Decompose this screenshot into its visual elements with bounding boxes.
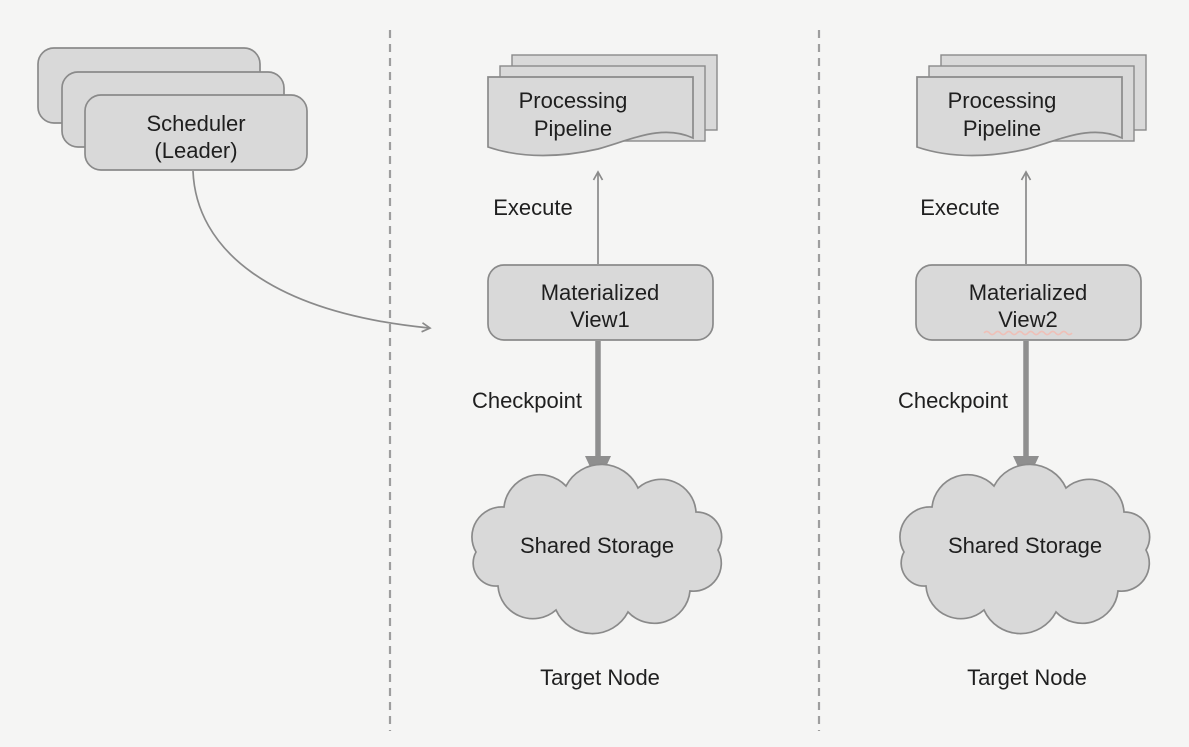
materialized-view1-box: Materialized View1 [487, 264, 714, 341]
target-node-1: Processing Pipeline Execute Materialized… [471, 54, 723, 690]
execute-label-2: Execute [920, 195, 1000, 220]
scheduler-label-line1: Scheduler [146, 111, 245, 136]
target-node-label-2: Target Node [967, 665, 1087, 690]
scheduler-label-line2: (Leader) [154, 138, 237, 163]
pipeline-label-line1: Processing [948, 88, 1057, 113]
pipeline-doc-stack-1: Processing Pipeline [487, 54, 718, 157]
shared-storage-label-2: Shared Storage [948, 533, 1102, 558]
pipeline-doc-front [916, 76, 1123, 157]
materialized-view2-label-line1: Materialized [969, 280, 1088, 305]
pipeline-doc-stack-2: Processing Pipeline [916, 54, 1147, 157]
materialized-view2-box: Materialized View2 [915, 264, 1142, 341]
shared-storage-cloud-2: Shared Storage [899, 463, 1151, 635]
target-node-2: Processing Pipeline Execute Materialized… [898, 54, 1151, 690]
checkpoint-label-1: Checkpoint [472, 388, 582, 413]
pipeline-label-line1: Processing [519, 88, 628, 113]
materialized-view2-label-line2: View2 [998, 307, 1058, 332]
materialized-view1-label-line1: Materialized [541, 280, 660, 305]
scheduler-box-front [84, 94, 308, 171]
pipeline-label-line2: Pipeline [534, 116, 612, 141]
pipeline-doc-front [487, 76, 694, 157]
scheduler-stack: Scheduler (Leader) [37, 47, 308, 171]
target-node-label-1: Target Node [540, 665, 660, 690]
execute-label-1: Execute [493, 195, 573, 220]
checkpoint-label-2: Checkpoint [898, 388, 1008, 413]
scheduler-assign-arrow [192, 170, 432, 333]
shared-storage-cloud-1: Shared Storage [471, 463, 723, 635]
spellcheck-underline [983, 330, 1073, 336]
materialized-view1-label-line2: View1 [570, 307, 630, 332]
pipeline-label-line2: Pipeline [963, 116, 1041, 141]
shared-storage-label-1: Shared Storage [520, 533, 674, 558]
